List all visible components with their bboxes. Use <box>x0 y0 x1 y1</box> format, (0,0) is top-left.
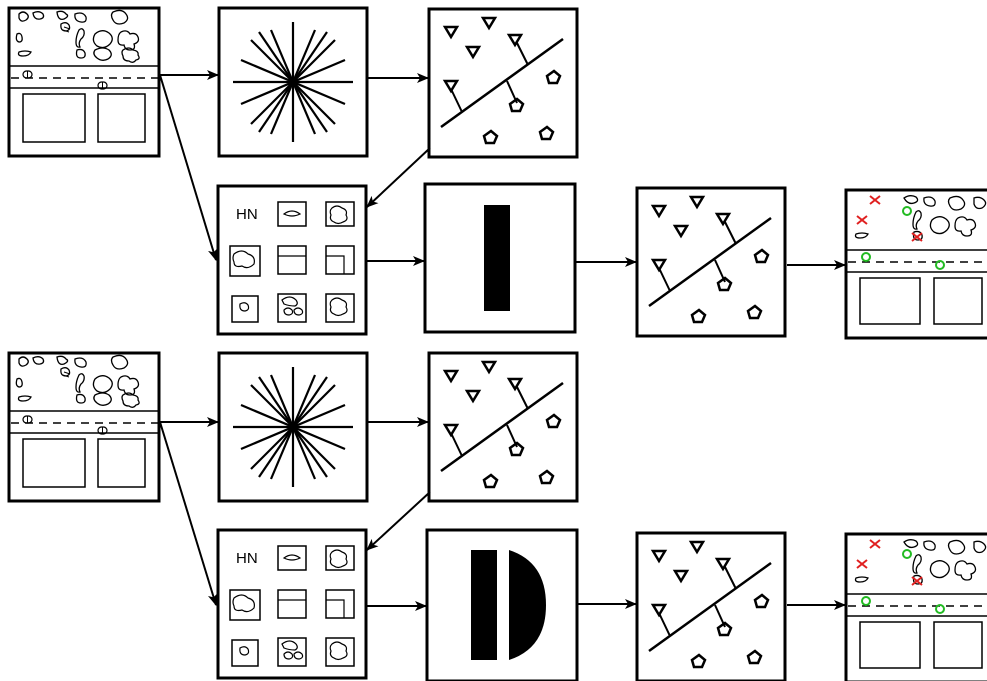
road-scene-icon <box>7 351 161 503</box>
false-positive-marks <box>856 539 923 586</box>
dual-filter-icon <box>425 528 579 681</box>
hn-label: HN <box>236 206 258 223</box>
hn-label: HN <box>236 550 258 567</box>
pipeline-bottom: HN <box>7 351 987 681</box>
true-positive-marks <box>861 549 945 614</box>
flow-arrows <box>159 70 846 270</box>
detection-result-icon <box>844 532 987 681</box>
svm-hyperplane-icon-2 <box>635 531 787 681</box>
svm-hyperplane-icon <box>427 351 579 503</box>
starburst-icon <box>217 6 369 158</box>
starburst-icon <box>217 351 369 503</box>
road-scene-icon <box>7 6 161 158</box>
false-positive-marks <box>856 195 923 242</box>
svm-hyperplane-icon-2 <box>635 186 787 338</box>
binary-filter-icon <box>423 182 577 334</box>
flow-arrows <box>159 417 846 611</box>
true-positive-marks <box>861 206 945 270</box>
detection-result-icon <box>844 188 987 340</box>
pipeline-top: HN <box>7 6 987 340</box>
svm-hyperplane-icon <box>427 7 579 159</box>
